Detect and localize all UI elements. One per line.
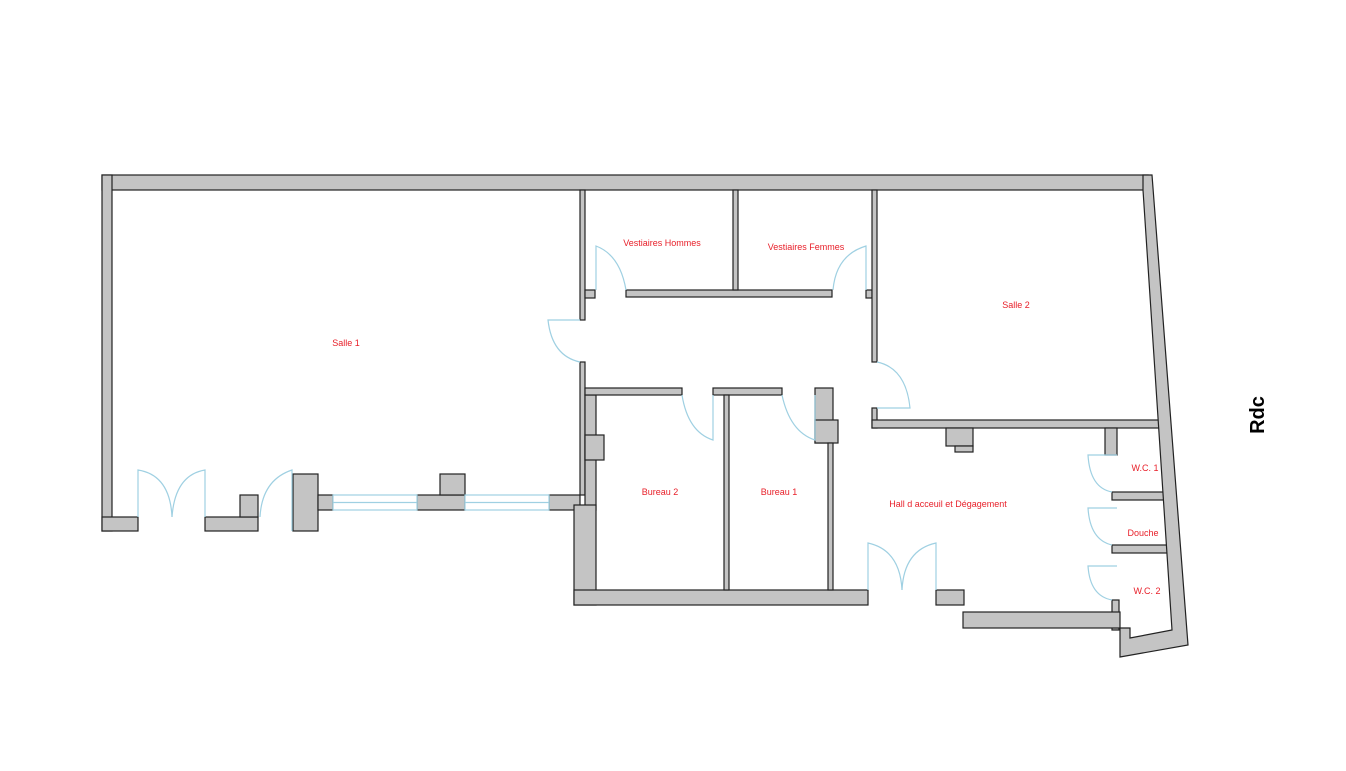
wall-segment <box>871 189 878 363</box>
wall-segment <box>239 494 259 518</box>
door <box>547 319 581 363</box>
wall-segment <box>865 289 873 299</box>
room-label-salle-2: Salle 2 <box>1002 300 1030 310</box>
wall-segment <box>1104 427 1118 456</box>
wall-segment <box>871 419 1161 429</box>
door <box>832 245 867 291</box>
wall-segment <box>827 442 834 591</box>
wall-segment <box>573 589 869 606</box>
wall-segment <box>579 189 586 321</box>
wall-segment <box>625 289 833 298</box>
door <box>595 245 627 291</box>
wall-segment <box>712 387 783 396</box>
room-label-wc-2: W.C. 2 <box>1133 586 1160 596</box>
wall-segment <box>584 387 683 396</box>
wall-segment <box>317 494 334 511</box>
room-label-wc-1: W.C. 1 <box>1131 463 1158 473</box>
door <box>681 394 714 441</box>
wall-segment <box>579 361 586 496</box>
wall-segment <box>814 419 839 444</box>
wall-segment <box>1111 491 1167 501</box>
room-label-hall: Hall d acceuil et Dégagement <box>889 499 1007 509</box>
door <box>876 361 911 409</box>
room-label-vestiaires-hommes: Vestiaires Hommes <box>623 238 701 248</box>
wall-segment <box>1111 544 1171 554</box>
wall-segment <box>101 174 113 532</box>
room-label-vestiaires-femmes: Vestiaires Femmes <box>768 242 845 252</box>
wall-segment <box>945 427 974 447</box>
wall-segment <box>732 189 739 291</box>
wall-segment <box>954 445 974 453</box>
room-label-bureau-2: Bureau 2 <box>642 487 679 497</box>
windows <box>332 494 550 511</box>
wall-segment <box>416 494 466 511</box>
wall-segment <box>439 473 466 496</box>
wall-segment <box>584 289 596 299</box>
room-label-salle-1: Salle 1 <box>332 338 360 348</box>
door <box>259 469 293 531</box>
door <box>781 394 816 441</box>
level-label: Rdc <box>1247 396 1269 434</box>
door <box>1087 565 1117 601</box>
door <box>1087 507 1117 546</box>
wall-segment <box>962 611 1121 629</box>
room-label-bureau-1: Bureau 1 <box>761 487 798 497</box>
wall-segment <box>584 434 605 461</box>
door <box>1087 454 1117 493</box>
wall-segment <box>101 174 1149 191</box>
wall-segment <box>1119 174 1189 658</box>
wall-segment <box>292 473 319 532</box>
wall-segment <box>935 589 965 606</box>
wall-segment <box>204 516 259 532</box>
door <box>171 469 206 518</box>
wall-segment <box>723 394 730 591</box>
wall-segment <box>101 516 139 532</box>
doors <box>137 245 1117 601</box>
door <box>901 542 937 591</box>
room-label-douche: Douche <box>1127 528 1158 538</box>
door <box>867 542 903 591</box>
door <box>137 469 173 518</box>
